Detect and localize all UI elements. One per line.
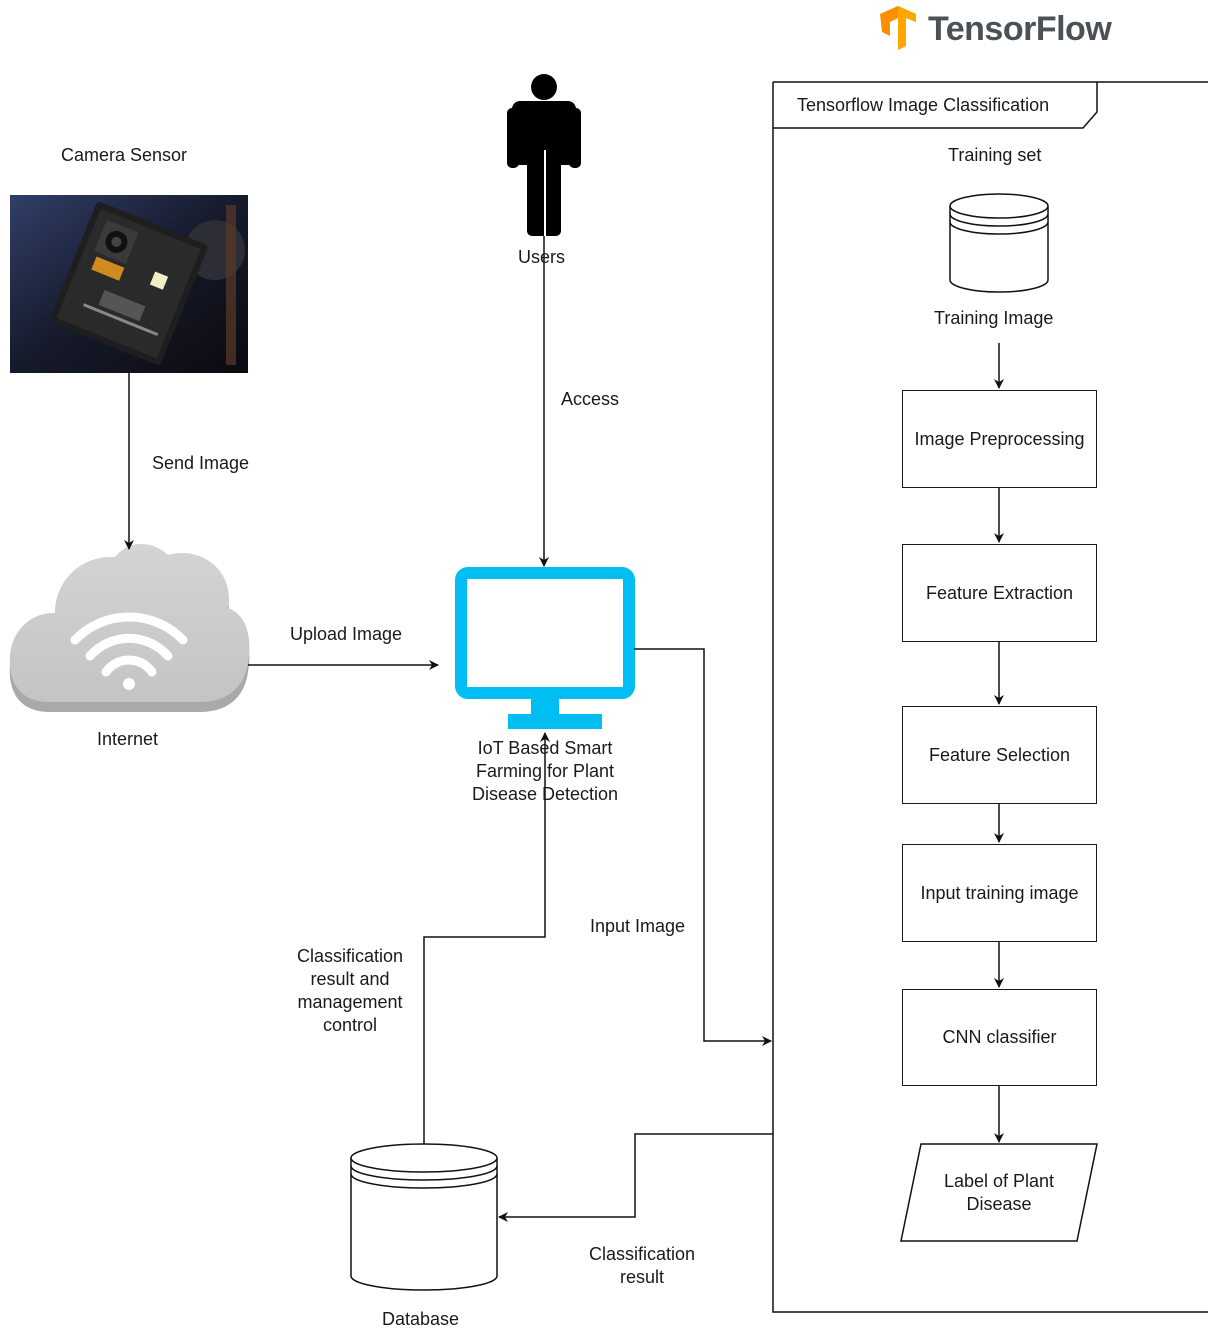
system-label: IoT Based Smart Farming for Plant Diseas…	[445, 737, 645, 806]
output-label: Label of Plant Disease	[919, 1170, 1079, 1216]
output-label-line: Label of Plant	[943, 1171, 1055, 1191]
camera-sensor-label: Camera Sensor	[61, 145, 188, 165]
training-set-label: Training set	[948, 145, 1042, 165]
tensorflow-logo-text: TensorFlow	[928, 9, 1112, 48]
tensorflow-frame	[772, 81, 1208, 1313]
camera-sensor-image	[10, 195, 248, 373]
tensorflow-logo-mark-spacer	[878, 9, 918, 49]
monitor-icon	[455, 567, 635, 729]
database-label: Database	[382, 1309, 460, 1329]
edge-classification-management	[423, 732, 550, 1144]
send-image-label: Send Image	[152, 453, 250, 473]
step-input-training-image: Input training image	[902, 844, 1097, 942]
output-label-line: Disease	[966, 1194, 1032, 1214]
tensorflow-logo: TensorFlow	[878, 6, 1112, 52]
output-label-shape	[900, 1143, 1098, 1242]
edge-classification-result	[498, 1133, 773, 1222]
step-feature-extraction: Feature Extraction	[902, 544, 1097, 642]
users-label: Users	[518, 247, 566, 267]
classification-result-label: Classification result	[578, 1243, 706, 1289]
internet-label: Internet	[97, 729, 159, 749]
classification-management-line: Classification	[296, 946, 404, 966]
input-image-label: Input Image	[590, 916, 686, 936]
access-label: Access	[561, 389, 620, 409]
classification-management-line: management	[297, 992, 403, 1012]
training-image-label: Training Image	[934, 308, 1054, 328]
system-label-line: Disease Detection	[471, 784, 619, 804]
classification-result-line: result	[619, 1267, 664, 1287]
step-feature-selection: Feature Selection	[902, 706, 1097, 804]
classification-management-label: Classification result and management con…	[280, 945, 420, 1037]
user-icon	[507, 74, 581, 236]
internet-cloud-icon	[9, 543, 250, 712]
system-label-line: Farming for Plant	[475, 761, 615, 781]
edge-input-image	[634, 648, 772, 1046]
step-image-preprocessing: Image Preprocessing	[902, 390, 1097, 488]
classification-result-line: Classification	[588, 1244, 696, 1264]
step-cnn-classifier: CNN classifier	[902, 989, 1097, 1086]
tensorflow-frame-title: Tensorflow Image Classification	[797, 94, 1050, 115]
classification-management-line: result and	[310, 969, 390, 989]
upload-image-label: Upload Image	[290, 624, 403, 644]
tensorflow-logo-icon	[880, 6, 916, 50]
classification-management-line: control	[322, 1015, 378, 1035]
training-set-icon	[949, 193, 1049, 293]
database-icon	[350, 1143, 498, 1291]
system-label-line: IoT Based Smart	[477, 738, 613, 758]
